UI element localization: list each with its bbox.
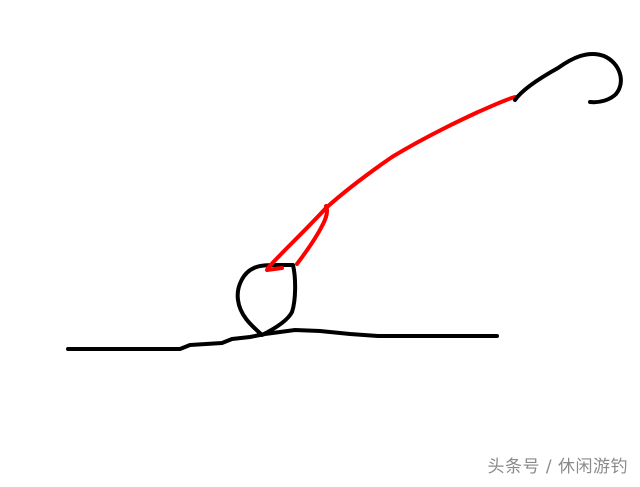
- hook-shape: [513, 51, 623, 105]
- ground-line: [66, 328, 499, 351]
- watermark-text: 头条号 / 休闲游钓: [487, 457, 628, 477]
- fishing-line-strand-a: [266, 95, 517, 270]
- fishing-line-strand-b: [295, 204, 329, 266]
- fishing-line-loop: [265, 266, 284, 272]
- sinker-shape: [235, 263, 298, 337]
